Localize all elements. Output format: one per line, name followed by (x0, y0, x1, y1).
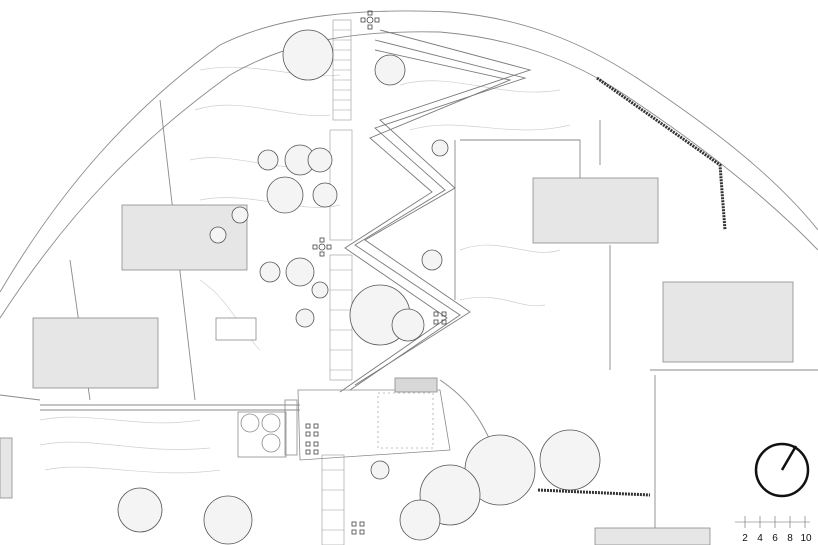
road-outlines (0, 10, 818, 545)
scale-label-10: 10 (800, 533, 812, 544)
building-west-upper (121, 204, 248, 271)
scale-label-8: 8 (787, 533, 793, 544)
pergola (377, 392, 434, 449)
seating-cluster-icon (305, 10, 447, 535)
rail-tracks (537, 76, 727, 497)
scale-bar: 2 4 6 8 10 (735, 516, 812, 544)
buildings (0, 177, 794, 545)
building-southeast (594, 527, 711, 545)
central-plaza (237, 377, 451, 461)
tree-canopy-icon (117, 29, 601, 545)
building-west-lower (32, 317, 159, 389)
scale-label-4: 4 (757, 533, 763, 544)
north-arrow-icon (754, 442, 810, 498)
scale-label-2: 2 (742, 533, 748, 544)
brick-bench (394, 377, 438, 393)
building-east-upper (532, 177, 659, 244)
scale-label-6: 6 (772, 533, 778, 544)
zigzag-ramp (339, 29, 532, 393)
building-east-lower (662, 281, 794, 363)
small-pavilion (215, 317, 257, 341)
building-west-edge (0, 437, 13, 499)
central-stairway (321, 19, 353, 545)
contour-lines (39, 66, 571, 474)
